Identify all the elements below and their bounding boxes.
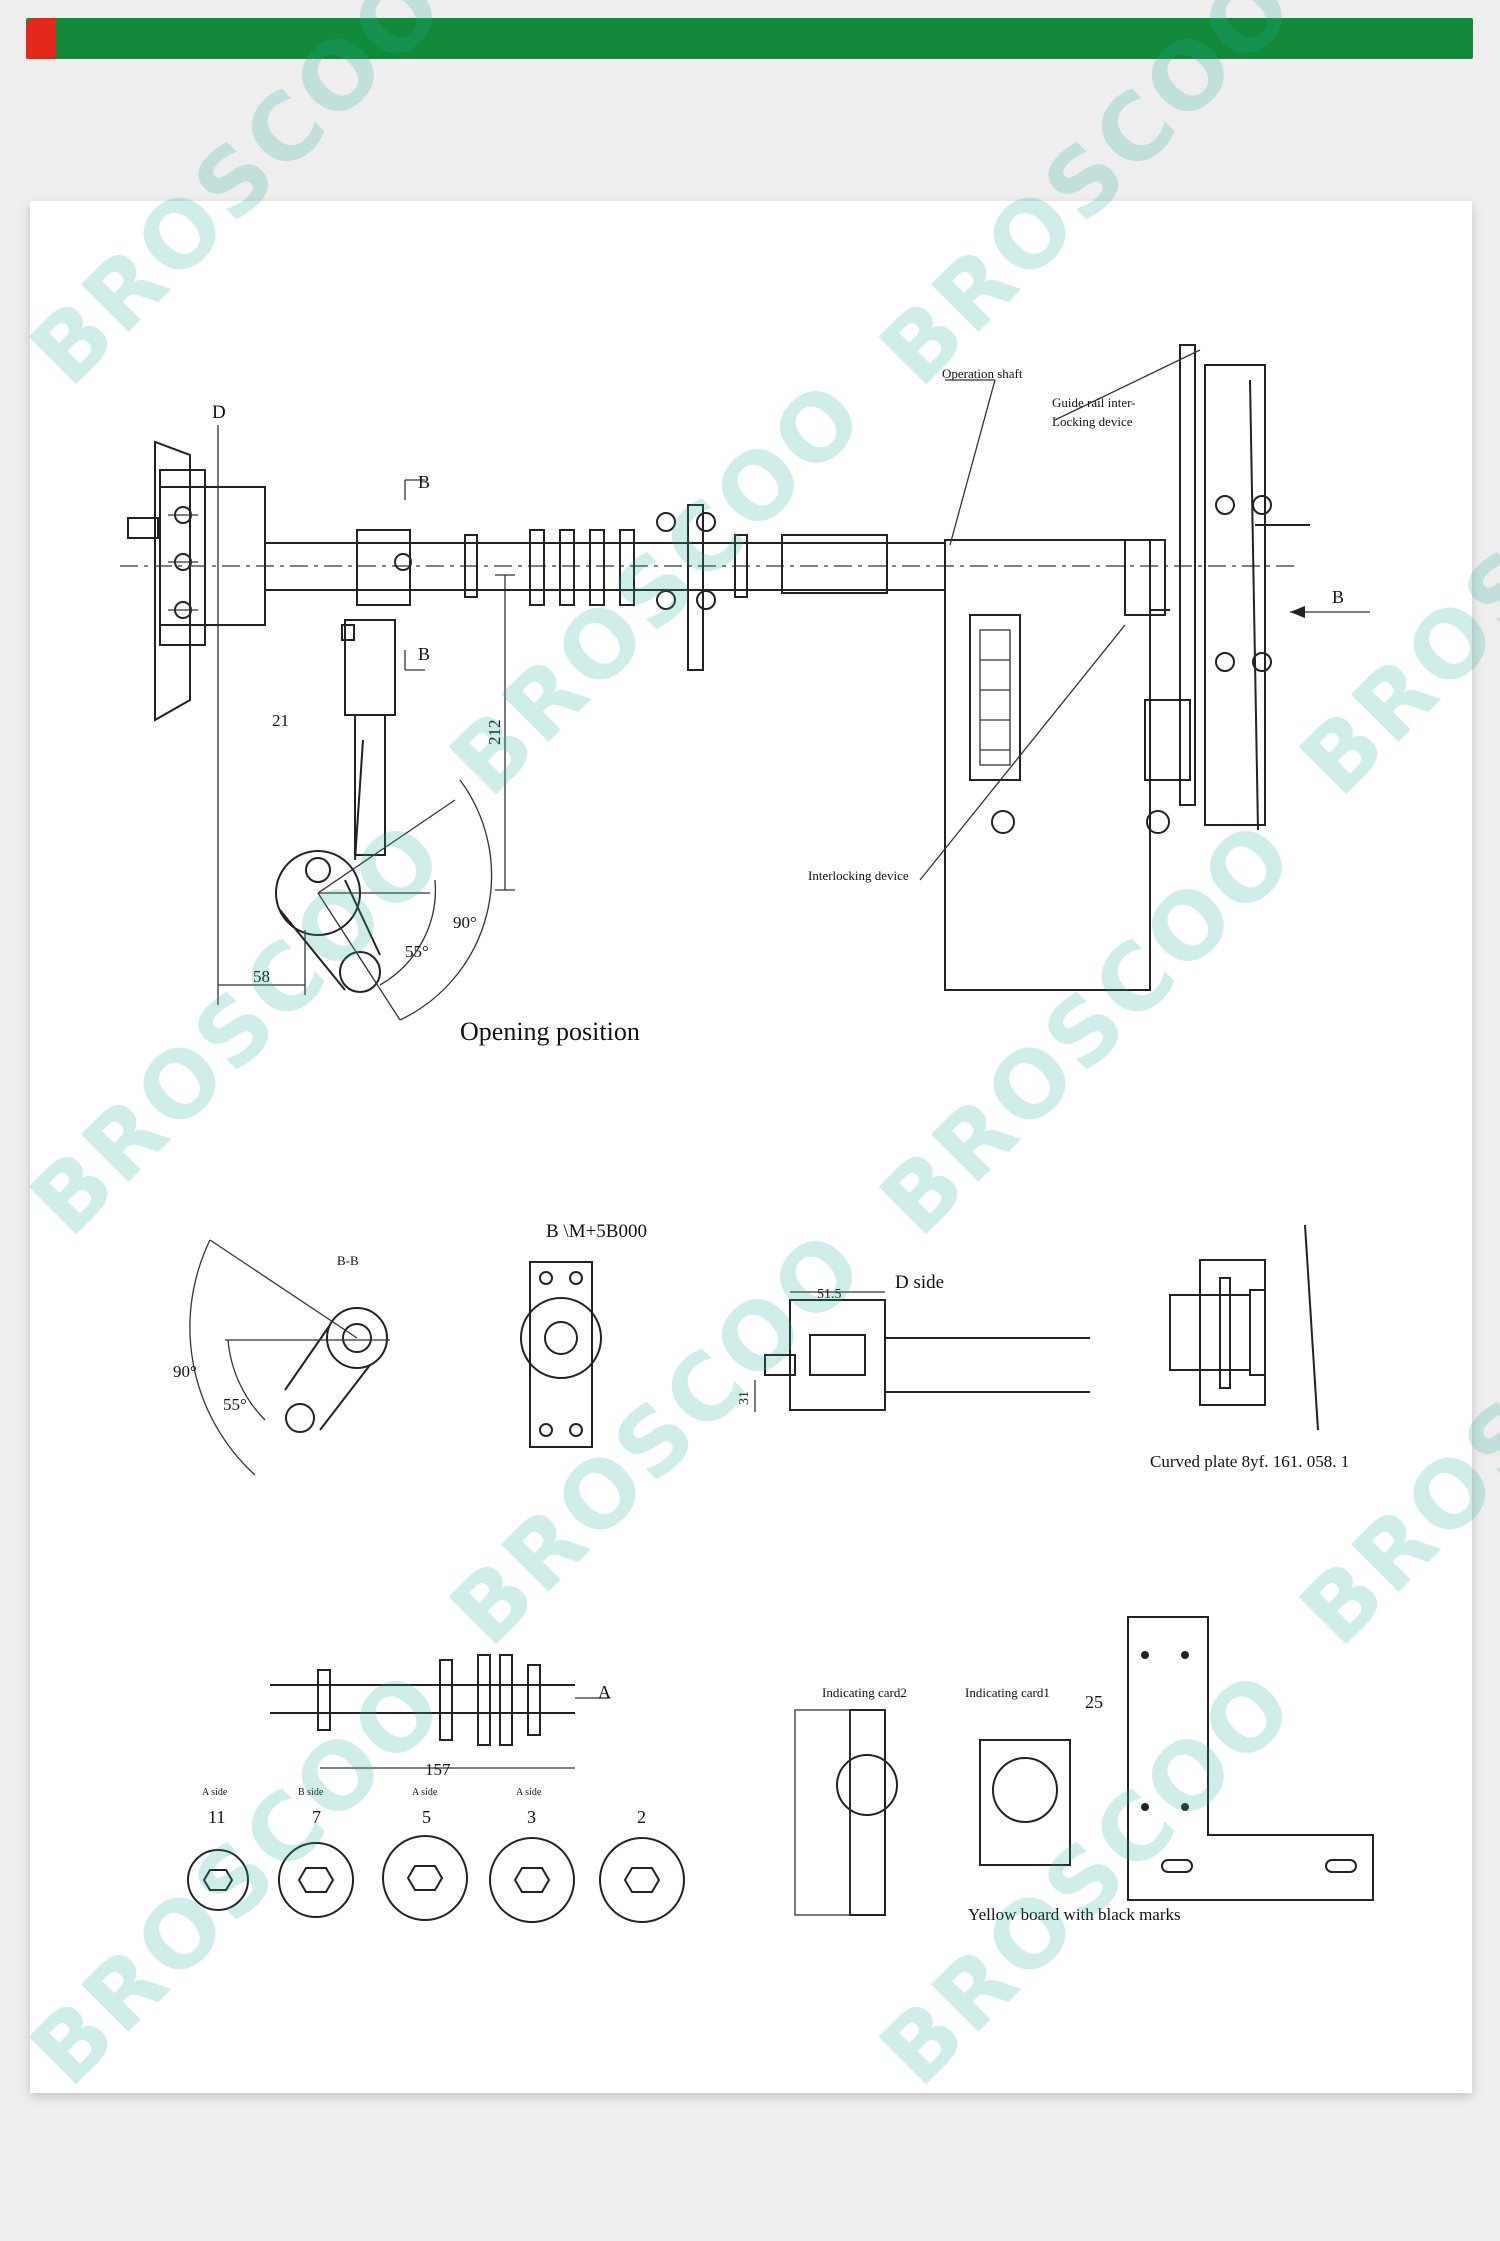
label-operation-shaft: Operation shaft <box>942 366 1023 381</box>
label-157: 157 <box>425 1760 451 1779</box>
label-b-right: B <box>1332 587 1344 607</box>
label-cam-5: 5 <box>422 1807 431 1827</box>
label-cam-5-side: A side <box>412 1787 438 1798</box>
cams-row <box>187 1835 685 1923</box>
header-bar <box>26 18 1473 59</box>
d-side-view <box>754 1291 1090 1412</box>
lower-shaft <box>270 1654 610 1769</box>
curved-plate-view <box>1169 1224 1319 1431</box>
label-cam-2: 2 <box>637 1807 646 1827</box>
section-b-view <box>520 1261 602 1448</box>
label-25: 25 <box>1085 1692 1103 1712</box>
indicating-cards <box>794 1709 1071 1916</box>
dimension-lines <box>218 479 515 995</box>
l-plate <box>1127 1616 1374 1901</box>
label-indicating-card1: Indicating card1 <box>965 1685 1050 1700</box>
label-d: D <box>212 402 226 423</box>
label-indicating-card2: Indicating card2 <box>822 1685 907 1700</box>
label-guide-rail-1: Guide rail inter- <box>1052 395 1135 410</box>
label-opening-position: Opening position <box>460 1017 640 1046</box>
label-cam-11: 11 <box>208 1807 225 1827</box>
label-55deg-b: 55° <box>223 1395 247 1414</box>
diagram-labels: D B B B 21 212 58 90° 55° Operation shaf… <box>173 366 1349 1924</box>
crank-lever <box>275 619 493 1021</box>
label-55deg: 55° <box>405 942 429 961</box>
left-mount-bracket <box>127 425 266 1005</box>
label-cam-11-side: A side <box>202 1787 228 1798</box>
label-58: 58 <box>253 967 270 986</box>
label-curved-plate: Curved plate 8yf. 161. 058. 1 <box>1150 1452 1349 1471</box>
label-cam-3-side: A side <box>516 1787 542 1798</box>
interlocking-assembly <box>919 344 1370 991</box>
label-90deg-b: 90° <box>173 1362 197 1381</box>
section-bb-view <box>189 1239 390 1476</box>
label-51-5: 51.5 <box>817 1287 842 1302</box>
drawing-sheet <box>30 201 1472 2093</box>
label-b-upper: B <box>418 472 430 492</box>
label-yellow-board: Yellow board with black marks <box>968 1905 1181 1924</box>
label-a-arrow: A <box>598 1682 611 1702</box>
label-cam-7-side: B side <box>298 1787 324 1798</box>
label-b-view: B \M+5B000 <box>546 1221 647 1242</box>
label-cam-3: 3 <box>527 1807 536 1827</box>
label-212: 212 <box>485 720 504 746</box>
main-shaft <box>120 504 1300 671</box>
header-accent <box>26 18 56 59</box>
label-31: 31 <box>737 1391 752 1405</box>
label-21: 21 <box>272 711 289 730</box>
label-90deg: 90° <box>453 913 477 932</box>
label-d-side: D side <box>895 1272 944 1293</box>
label-guide-rail-2: Locking device <box>1052 414 1133 429</box>
label-interlocking-device: Interlocking device <box>808 868 909 883</box>
label-bb: B-B <box>337 1253 359 1268</box>
label-cam-7: 7 <box>312 1807 321 1827</box>
label-b-lower: B <box>418 644 430 664</box>
